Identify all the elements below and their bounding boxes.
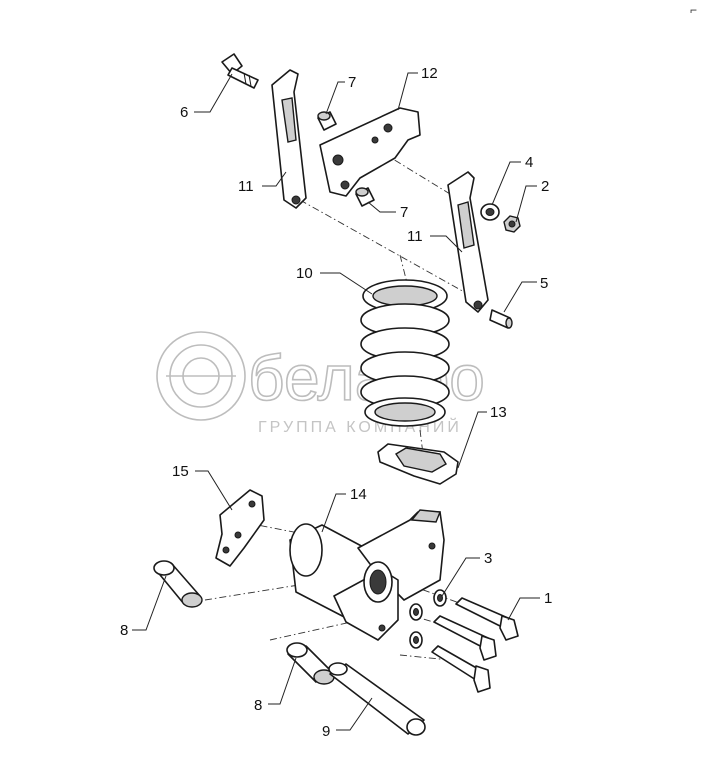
callout-13: 13: [490, 404, 507, 421]
leader-lines: [132, 72, 540, 731]
callout-6: 6: [180, 104, 188, 121]
corner-mark: ⌐: [690, 3, 697, 17]
callout-8-upper: 8: [120, 622, 128, 639]
callout-11-left: 11: [238, 178, 254, 195]
callout-2: 2: [541, 178, 549, 195]
callout-4: 4: [525, 154, 533, 171]
part-13-spring-seat: [377, 443, 459, 485]
part-7-bushing-lower: [355, 187, 375, 207]
callout-14: 14: [350, 486, 367, 503]
callout-9: 9: [322, 723, 330, 740]
callout-7-lower: 7: [400, 204, 408, 221]
part-9-shaft: [328, 662, 426, 736]
part-2-nut: [503, 215, 521, 233]
part-5-pin: [489, 309, 513, 329]
callout-1: 1: [544, 590, 552, 607]
part-15-bracket: [215, 489, 265, 567]
callout-15: 15: [172, 463, 189, 480]
part-4-washer: [480, 203, 500, 221]
watermark-brand: белагро: [248, 342, 485, 414]
part-6-bolt: [221, 53, 259, 89]
callout-3: 3: [484, 550, 492, 567]
part-11-link-left: [271, 69, 307, 209]
callout-labels: 1 2 3 4 5 6 7 7 8 8 9 10 11 11 12 13 14 …: [120, 65, 552, 740]
watermark-logo-icon: [156, 331, 246, 421]
callout-12: 12: [421, 65, 438, 82]
part-3-washers: [409, 589, 447, 649]
part-14-housing: [289, 509, 445, 641]
part-8-bushing-upper: [153, 560, 203, 608]
callout-5: 5: [540, 275, 548, 292]
part-12-plate: [319, 107, 421, 197]
part-11-link-right: [447, 171, 489, 313]
part-7-bushing-upper: [317, 111, 337, 131]
part-1-bolts: [431, 597, 519, 693]
callout-11-right: 11: [407, 228, 423, 245]
part-10-spring: [360, 279, 450, 427]
callout-7-upper: 7: [348, 74, 356, 91]
callout-10: 10: [296, 265, 313, 282]
callout-8-lower: 8: [254, 697, 262, 714]
